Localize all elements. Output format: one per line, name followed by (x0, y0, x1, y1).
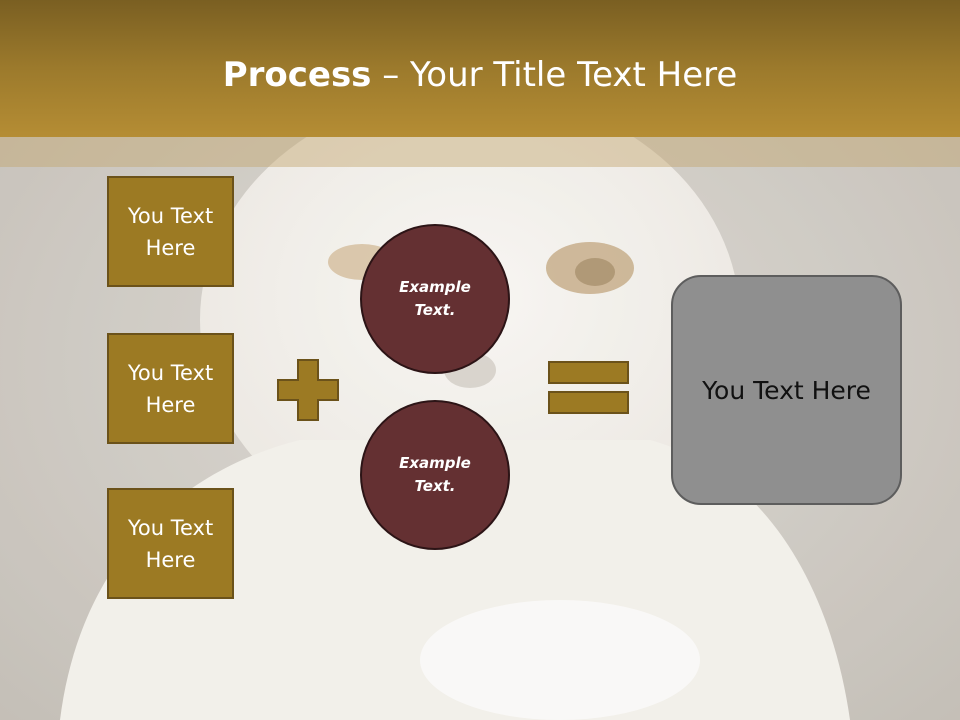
example-circle-2: Example Text. (360, 400, 510, 550)
plus-icon (277, 359, 339, 421)
text-box-1: You Text Here (107, 176, 234, 287)
title-rest: – Your Title Text Here (371, 55, 738, 95)
slide-title: Process – Your Title Text Here (0, 52, 960, 98)
circle-2-label: Example Text. (399, 454, 471, 495)
circle-1-label: Example Text. (399, 278, 471, 319)
header-band (0, 137, 960, 167)
text-box-2: You Text Here (107, 333, 234, 444)
title-bold: Process (222, 55, 372, 95)
result-box: You Text Here (671, 275, 902, 505)
equals-icon (548, 361, 629, 414)
example-circle-1: Example Text. (360, 224, 510, 374)
title-bar (0, 0, 960, 137)
text-box-3: You Text Here (107, 488, 234, 599)
